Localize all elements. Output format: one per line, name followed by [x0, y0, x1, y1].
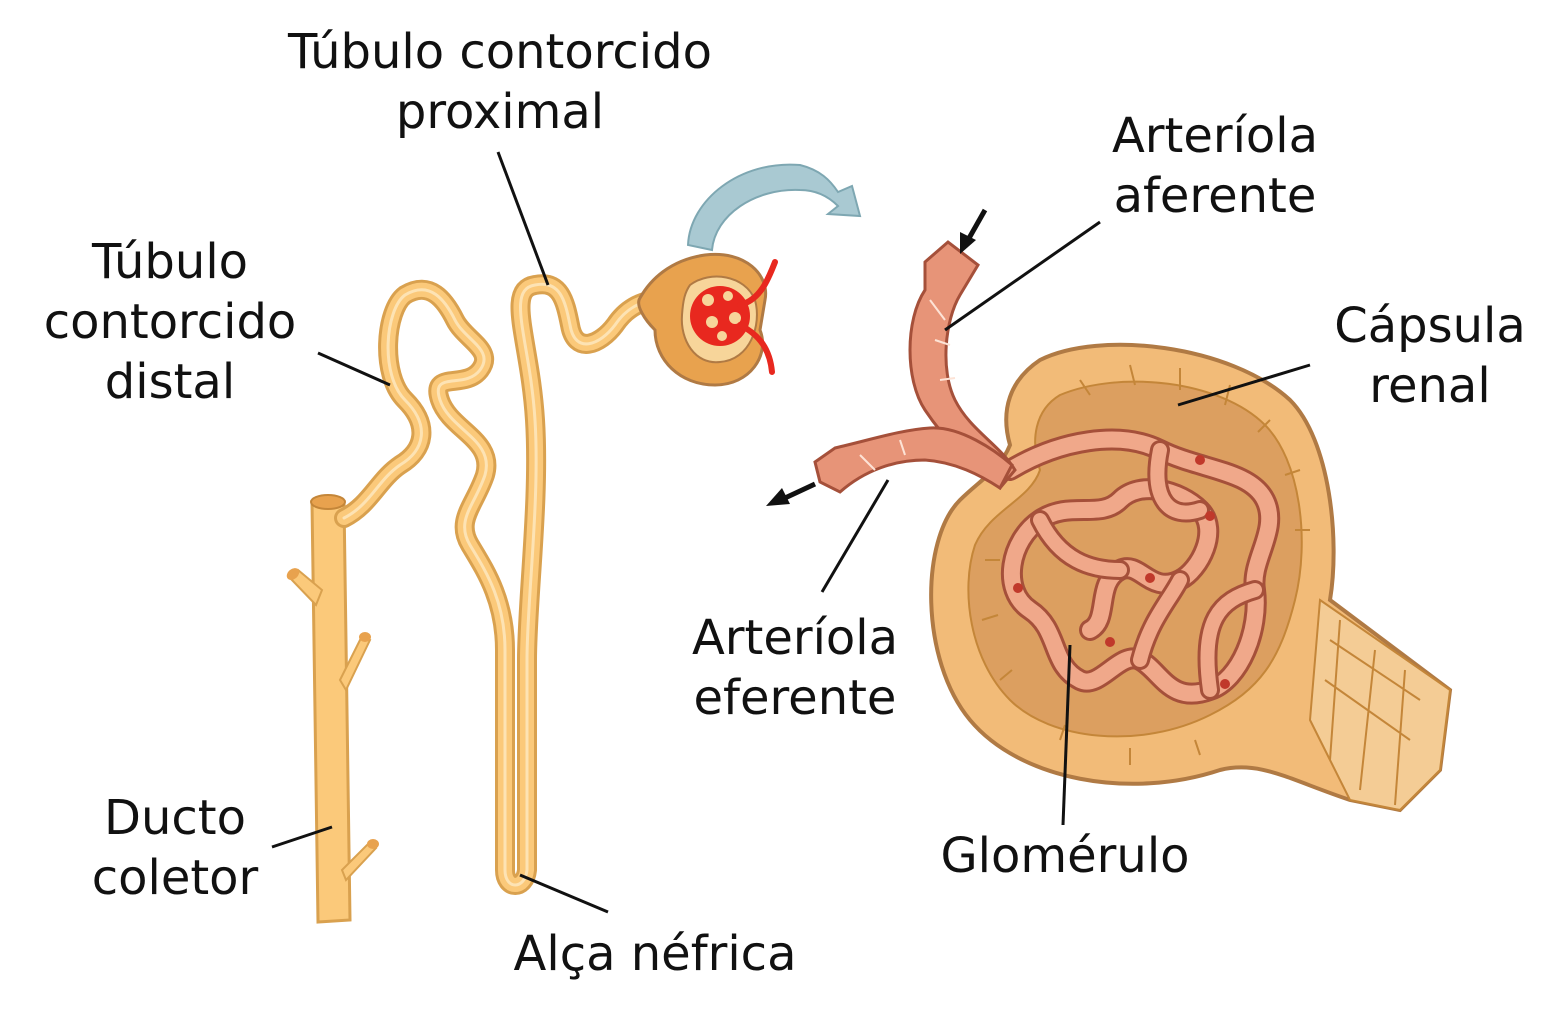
leader-afferent: [944, 220, 1101, 332]
leader-glomerulus: [1061, 644, 1072, 826]
label-distal-convoluted-tubule: Túbulo contorcido distal: [20, 232, 320, 412]
label-afferent-arteriole: Arteríola aferente: [1080, 106, 1350, 226]
leader-lines: [271, 151, 1311, 914]
label-line: Alça néfrica: [513, 926, 797, 982]
leader-efferent: [820, 479, 890, 593]
label-line: Arteríola: [1111, 108, 1319, 164]
label-line: renal: [1369, 358, 1491, 414]
label-line: Túbulo contorcido: [288, 24, 712, 80]
label-proximal-convoluted-tubule: Túbulo contorcido proximal: [250, 22, 750, 142]
label-line: coletor: [91, 850, 259, 906]
label-line: proximal: [395, 84, 605, 140]
zoom-arrow: [686, 163, 862, 252]
label-line: Glomérulo: [940, 828, 1190, 884]
leader-collecting: [271, 825, 333, 849]
leader-loop: [519, 873, 609, 914]
label-line: distal: [104, 354, 236, 410]
label-nephron-loop: Alça néfrica: [480, 924, 830, 984]
arterioles: [813, 240, 1017, 494]
label-line: contorcido: [43, 294, 297, 350]
label-glomerulus: Glomérulo: [910, 826, 1220, 886]
label-line: eferente: [693, 670, 897, 726]
flow-arrows: [766, 208, 988, 506]
label-line: Ducto: [104, 790, 246, 846]
label-efferent-arteriole: Arteríola eferente: [660, 608, 930, 728]
label-line: Cápsula: [1334, 298, 1526, 354]
leader-dct: [317, 351, 391, 387]
label-line: Túbulo: [91, 234, 249, 290]
label-collecting-duct: Ducto coletor: [60, 788, 290, 908]
label-line: aferente: [1113, 168, 1317, 224]
glomerulus-capillaries: [999, 428, 1281, 705]
small-renal-corpuscle: [637, 252, 778, 387]
leader-capsule: [1177, 363, 1311, 407]
leader-pct: [496, 151, 550, 286]
collecting-duct: [286, 494, 379, 924]
tubule-system: [334, 274, 670, 895]
label-line: Arteríola: [691, 610, 899, 666]
label-renal-capsule: Cápsula renal: [1310, 296, 1550, 416]
